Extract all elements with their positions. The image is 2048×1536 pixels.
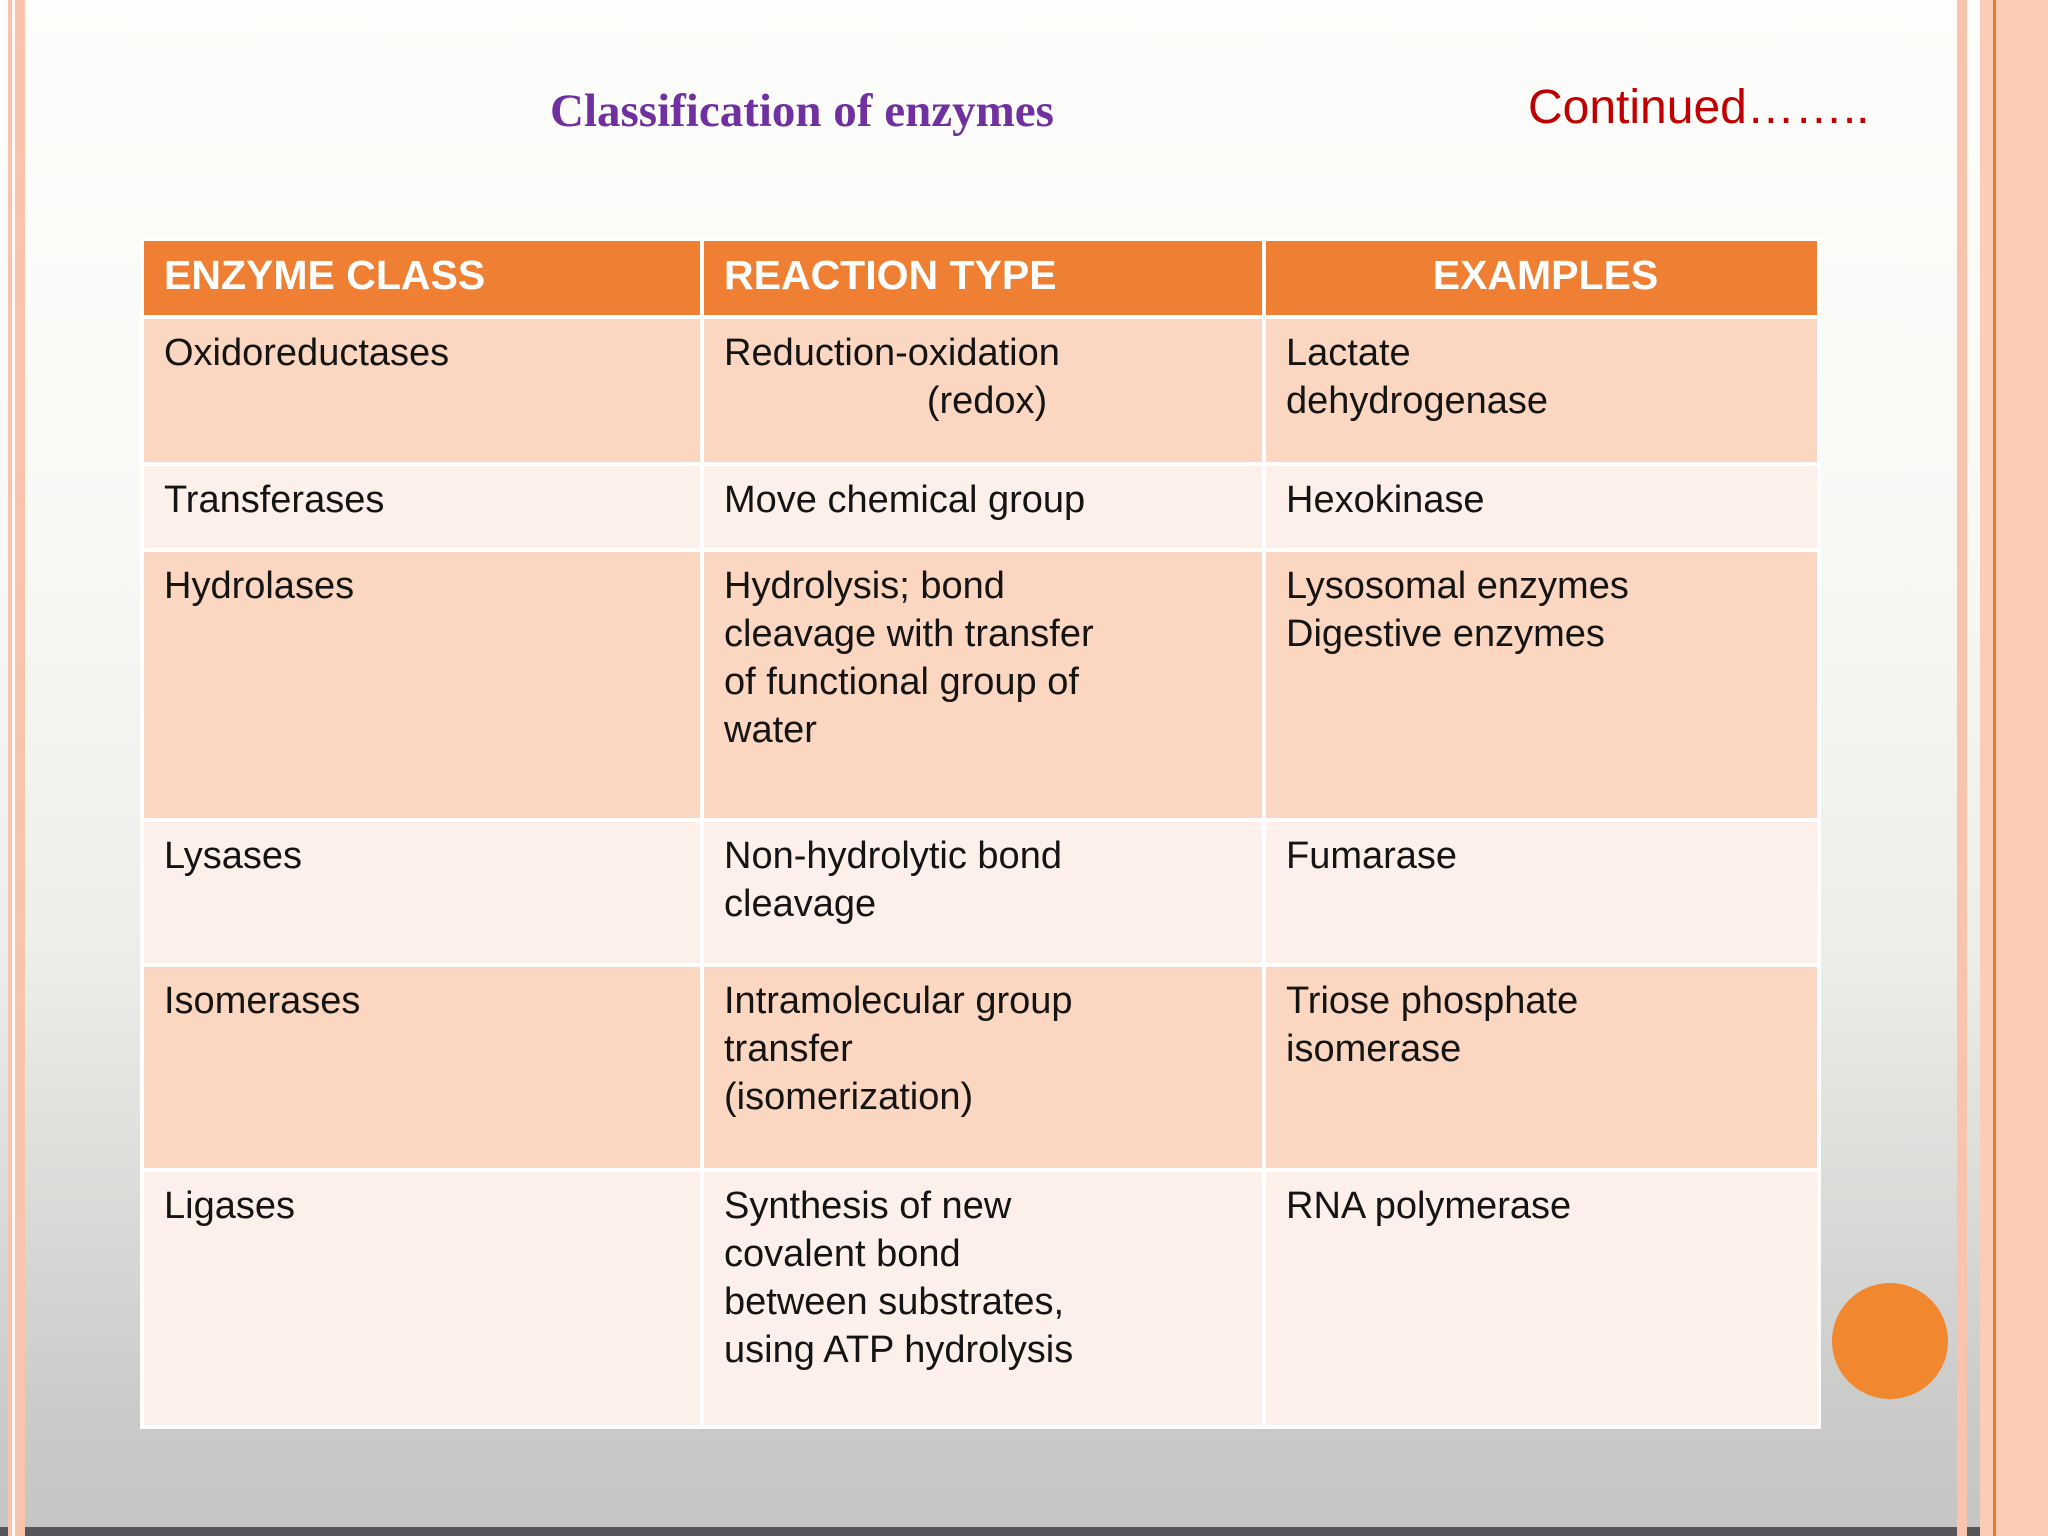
reaction-sub: (redox) — [926, 379, 1048, 422]
reaction-main: Reduction-oxidation — [724, 332, 1060, 374]
cell-reaction: Reduction-oxidation (redox) — [700, 315, 1266, 466]
header-reaction-type: REACTION TYPE — [700, 237, 1266, 319]
table-row-ligases: Ligases Synthesis of new covalent bond b… — [140, 1168, 1821, 1429]
cell-class: Lysases — [140, 818, 704, 967]
left-edge-stripe — [8, 0, 25, 1536]
table-row-transferases: Transferases Move chemical group Hexokin… — [140, 462, 1821, 552]
cell-reaction: Non-hydrolytic bond cleavage — [700, 818, 1266, 967]
cell-reaction: Move chemical group — [700, 462, 1266, 552]
left-edge-stripe-highlight — [12, 0, 15, 1536]
table-row-hydrolases: Hydrolases Hydrolysis; bond cleavage wit… — [140, 548, 1821, 822]
slide-title: Classification of enzymes — [550, 85, 1054, 137]
cell-reaction: Hydrolysis; bond cleavage with transfer … — [700, 548, 1266, 822]
cell-class: Transferases — [140, 462, 704, 552]
table-row-oxidoreductases: Oxidoreductases Reduction-oxidation (redo… — [140, 315, 1821, 466]
cell-examples: Hexokinase — [1262, 462, 1821, 552]
cell-class: Ligases — [140, 1168, 704, 1429]
orange-circle-decoration — [1832, 1283, 1948, 1399]
cell-examples: Lactate dehydrogenase — [1262, 315, 1821, 466]
right-edge-stripe-band — [1980, 0, 2048, 1536]
cell-examples: Lysosomal enzymes Digestive enzymes — [1262, 548, 1821, 822]
table-row-lysases: Lysases Non-hydrolytic bond cleavage Fum… — [140, 818, 1821, 967]
cell-examples: Fumarase — [1262, 818, 1821, 967]
slide-bottom-bar — [0, 1527, 2048, 1536]
enzyme-classification-table: ENZYME CLASS REACTION TYPE EXAMPLES Oxid… — [140, 237, 1821, 1429]
cell-class: Isomerases — [140, 963, 704, 1172]
cell-class: Hydrolases — [140, 548, 704, 822]
cell-examples: Triose phosphate isomerase — [1262, 963, 1821, 1172]
table-header-row: ENZYME CLASS REACTION TYPE EXAMPLES — [140, 237, 1821, 319]
cell-reaction: Synthesis of new covalent bond between s… — [700, 1168, 1266, 1429]
cell-examples: RNA polymerase — [1262, 1168, 1821, 1429]
cell-class: Oxidoreductases — [140, 315, 704, 466]
right-edge-stripe-thin — [1957, 0, 1967, 1536]
header-enzyme-class: ENZYME CLASS — [140, 237, 704, 319]
cell-reaction: Intramolecular group transfer (isomeriza… — [700, 963, 1266, 1172]
continued-label: Continued…….. — [1528, 81, 1870, 134]
table-row-isomerases: Isomerases Intramolecular group transfer… — [140, 963, 1821, 1172]
right-edge-accent-line — [1993, 0, 1996, 1536]
header-examples: EXAMPLES — [1262, 237, 1821, 319]
